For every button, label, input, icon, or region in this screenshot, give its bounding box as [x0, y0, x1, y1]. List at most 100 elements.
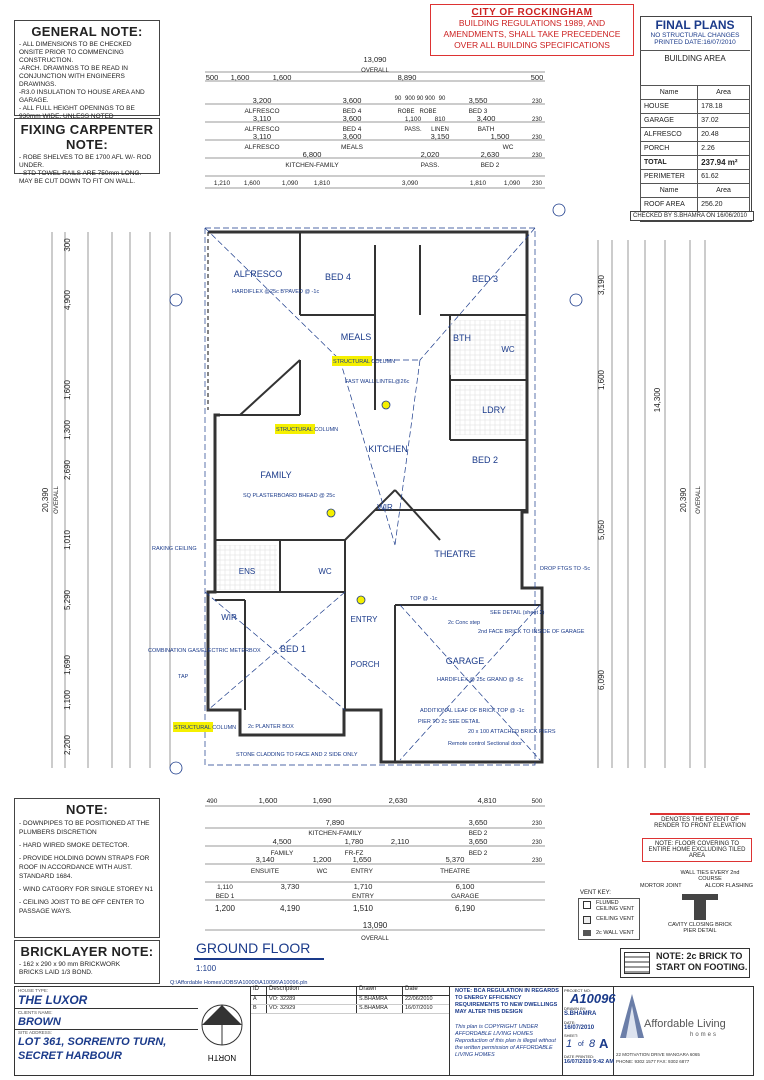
dim-text: 1,810 — [314, 180, 331, 187]
top-dim-text: 13,090 OVERALL 500 1,600 1,600 8,890 500… — [206, 55, 544, 187]
dim-label: ENTRY — [351, 868, 374, 875]
sheet-label: SHEET: — [564, 1033, 579, 1038]
structural-column-highlight-2 — [275, 424, 315, 434]
title-divider — [14, 1008, 198, 1009]
dim-text: 1,200 — [313, 855, 332, 864]
dim-label: FAMILY — [271, 850, 294, 857]
dim-text: 2,020 — [421, 150, 440, 159]
annotation-sq-plaster: SQ PLASTERBOARD BHEAD @ 25c — [243, 493, 335, 499]
annotation-leaf: ADDITIONAL LEAF OF BRICK TOP @ -1c — [420, 708, 525, 714]
note-list: - DOWNPIPES TO BE POSITIONED AT THE PLUM… — [15, 817, 159, 918]
bottom-dimensions — [205, 805, 545, 931]
dim-text: 4,190 — [280, 904, 301, 913]
dim-label: WC — [317, 868, 328, 875]
annotation-raking: RAKING CEILING — [152, 546, 197, 552]
project-block — [562, 986, 614, 1076]
mortar-label: MORTOR JOINT — [640, 883, 682, 889]
room-labels: ALFRESCO BED 4 BED 3 MEALS BTH WC LDRY K… — [221, 269, 515, 669]
dim-label: BATH — [478, 126, 495, 133]
revision-cell: S.BHAMRA — [357, 996, 403, 1004]
revision-header: Description — [267, 986, 357, 995]
dim-text: 90 — [417, 96, 424, 102]
annotation-garage: HARDIFLEX @ 25c GRANO @ -5c — [437, 677, 524, 683]
final-plans-line1: NO STRUCTURAL CHANGES — [650, 32, 740, 39]
annotation-drop-ftgs: DROP FTGS TO -5c — [540, 566, 590, 572]
dim-label: BED 2 — [469, 850, 488, 857]
dim-text: 1,210 — [214, 180, 231, 187]
dim-text: 14,300 — [653, 387, 662, 412]
roof-lines — [204, 227, 541, 766]
client-name: BROWN — [18, 1016, 61, 1028]
dim-text: 230 — [532, 99, 543, 105]
ground-floor-underline — [194, 958, 324, 960]
dim-text: 1,100 — [63, 689, 72, 710]
dim-text: 230 — [532, 117, 543, 123]
room-ldry: LDRY — [482, 405, 506, 415]
title-block — [14, 986, 754, 1076]
dim-text: 3,730 — [281, 882, 300, 891]
brand-sub: homes — [690, 1032, 719, 1038]
vent-icon-flumed — [583, 901, 591, 909]
vent-ceiling: CEILING VENT — [596, 916, 635, 922]
brand-phone: PHONE: 9302 1577 FAX: 9302 6877 — [616, 1059, 690, 1064]
room-wir2: WIR — [221, 613, 237, 622]
dim-text: 3,550 — [469, 96, 488, 105]
dim-text: 3,400 — [477, 114, 496, 123]
site-label: SITE ADDRESS: — [18, 1030, 53, 1035]
dim-text: 230 — [532, 181, 543, 187]
annotation-structural-column-2: STRUCTURAL COLUMN — [276, 427, 338, 433]
site-address: LOT 361, SORRENTO TURN, SECRET HARBOUR — [18, 1036, 167, 1062]
annotation-conc: 2c Conc step — [448, 620, 480, 626]
note-item: - PROVIDE HOLDING DOWN STRAPS FOR ROOF I… — [19, 855, 150, 880]
dim-text: 1,600 — [273, 73, 292, 82]
vent-key-box — [578, 898, 640, 940]
dim-text: 2,630 — [481, 150, 500, 159]
note-item: - WIND CATGORY FOR SINGLE STOREY N1 — [19, 886, 154, 893]
cavity-note: CAVITY CLOSING BRICK PIER DETAIL — [668, 922, 732, 934]
dim-left-overall-label: OVERALL — [54, 486, 60, 514]
dim-text: 500 — [206, 73, 219, 82]
general-note-item: - ALL DIMENSIONS TO BE CHECKED ONSITE PR… — [19, 41, 132, 64]
bca-note: NOTE: BCA REGULATION IN REGARDS TO ENERG… — [455, 988, 559, 1015]
dim-text: 2,110 — [391, 837, 409, 846]
bottom-dim-text: 490 1,600 1,690 2,630 4,810 500 7,890 3,… — [207, 796, 543, 942]
dim-text: 1,690 — [63, 654, 72, 675]
dim-text: 3,600 — [343, 132, 362, 141]
annotation-see-detail: SEE DETAIL (sheet 2) — [490, 610, 545, 616]
dim-text: 3,190 — [597, 274, 606, 295]
room-family: FAMILY — [260, 470, 291, 480]
room-bed2: BED 2 — [472, 455, 498, 465]
vent-icon-wall — [583, 930, 591, 936]
annotation-stone: STONE CLADDING TO FACE AND 2 SIDE ONLY — [236, 752, 358, 758]
revision-cell: 22/06/2010 — [405, 996, 433, 1002]
pier-body — [694, 900, 706, 920]
annotation-attached: 20 x 100 ATTACHED BRICK PIERS — [468, 729, 556, 735]
room-bth: BTH — [453, 333, 471, 343]
vent-wall: 2c WALL VENT — [596, 930, 635, 936]
vent-icon-ceiling — [583, 916, 591, 924]
brand-logo — [620, 994, 644, 1038]
carpenter-note-item: - STD TOWEL RAILS ARE 750mm LONG. MAY BE… — [19, 170, 142, 185]
annotation-structural-column-3: STRUCTURAL COLUMN — [174, 725, 236, 731]
dim-label: PASS. — [421, 162, 440, 169]
revision-cell: VO: 32929 — [267, 1005, 357, 1013]
dim-text: 1,600 — [244, 180, 261, 187]
dim-text: 3,650 — [469, 837, 488, 846]
structural-column-highlight-1 — [332, 356, 372, 366]
dim-text: 1,600 — [231, 73, 250, 82]
dim-text: 1,510 — [353, 904, 374, 913]
client-label: CLIENTS NAME: — [18, 1010, 53, 1015]
pier-cap — [682, 894, 718, 900]
brick-footing-note: NOTE: 2c BRICK TO START ON FOOTING. — [656, 951, 748, 972]
room-wc2: WC — [318, 567, 332, 576]
revision-cell: A — [251, 996, 267, 1004]
revision-cell: B — [251, 1005, 267, 1013]
revision-cell: 16/07/2010 — [405, 1005, 433, 1011]
ldry-tiles — [455, 385, 523, 435]
annotation-top: TOP @ -1c — [410, 596, 438, 602]
dim-text: 3,090 — [402, 180, 419, 187]
dim-label: ROBE — [397, 109, 414, 115]
project-label: PROJECT NO: — [564, 988, 591, 993]
dim-text: 1,300 — [63, 419, 72, 440]
